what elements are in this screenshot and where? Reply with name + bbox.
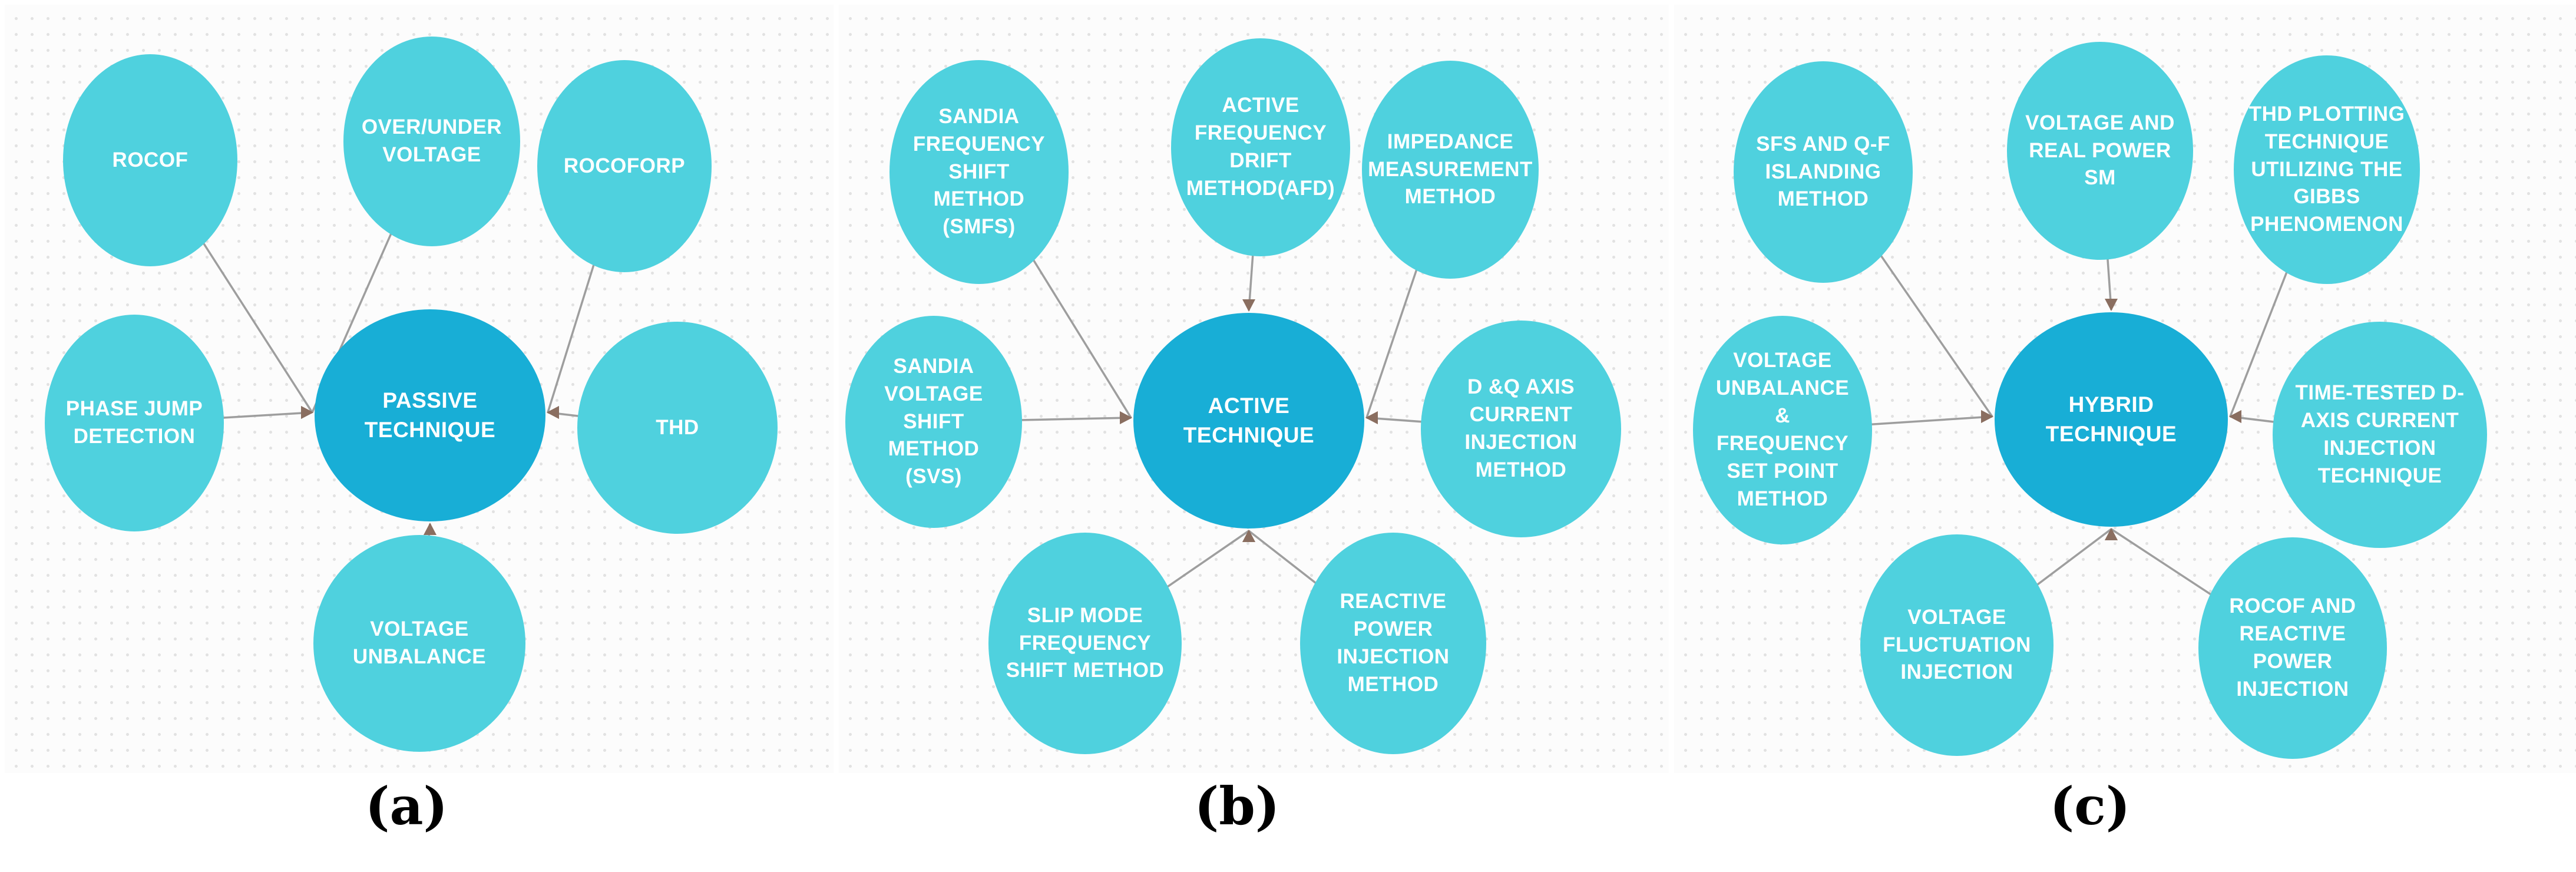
- node-thd: THD: [577, 322, 778, 534]
- node-label-voltage-fluctuation-injection: VOLTAGE FLUCTUATION INJECTION: [1883, 605, 2031, 684]
- node-label-voltage-real-power-sm: VOLTAGE AND REAL POWER SM: [2025, 111, 2175, 190]
- node-label-voltage-unbalance: VOLTAGE UNBALANCE: [352, 617, 487, 668]
- node-dq-axis-current-injection: D &Q AXIS CURRENT INJECTION METHOD: [1421, 321, 1621, 537]
- node-label-sfs-qf-islanding: SFS AND Q-F ISLANDING METHOD: [1756, 132, 1890, 211]
- node-label-passive-technique: PASSIVE TECHNIQUE: [364, 388, 496, 442]
- node-active-frequency-drift: ACTIVE FREQUENCY DRIFT METHOD(AFD): [1171, 38, 1350, 256]
- node-sandia-voltage-shift: SANDIA VOLTAGE SHIFT METHOD (SVS): [845, 316, 1022, 528]
- node-voltage-unbalance: VOLTAGE UNBALANCE: [313, 535, 525, 752]
- node-hybrid-technique: HYBRID TECHNIQUE: [1995, 312, 2228, 527]
- node-sandia-frequency-shift: SANDIA FREQUENCY SHIFT METHOD (SMFS): [889, 60, 1069, 284]
- node-voltage-fluctuation-injection: VOLTAGE FLUCTUATION INJECTION: [1860, 534, 2053, 756]
- node-active-technique: ACTIVE TECHNIQUE: [1133, 313, 1364, 529]
- node-label-impedance-measurement: IMPEDANCE MEASUREMENT METHOD: [1368, 130, 1533, 209]
- node-voltage-unbalance-frequency-set-point: VOLTAGE UNBALANCE & FREQUENCY SET POINT …: [1693, 316, 1872, 544]
- node-label-dq-axis-current-injection: D &Q AXIS CURRENT INJECTION METHOD: [1464, 375, 1578, 481]
- node-sfs-qf-islanding: SFS AND Q-F ISLANDING METHOD: [1734, 61, 1913, 283]
- node-label-voltage-unbalance-frequency-set-point: VOLTAGE UNBALANCE & FREQUENCY SET POINT …: [1715, 349, 1850, 510]
- node-label-phase-jump-detection: PHASE JUMP DETECTION: [65, 397, 203, 448]
- node-label-active-technique: ACTIVE TECHNIQUE: [1183, 394, 1315, 447]
- node-label-thd-plotting-gibbs: THD PLOTTING TECHNIQUE UTILIZING THE GIB…: [2248, 102, 2405, 236]
- caption-c: (c): [2049, 775, 2131, 837]
- node-phase-jump-detection: PHASE JUMP DETECTION: [45, 315, 224, 531]
- node-passive-technique: PASSIVE TECHNIQUE: [315, 309, 545, 521]
- node-label-rocof: ROCOF: [112, 148, 189, 171]
- node-label-reactive-power-injection: REACTIVE POWER INJECTION METHOD: [1337, 590, 1450, 696]
- node-voltage-real-power-sm: VOLTAGE AND REAL POWER SM: [2007, 42, 2193, 260]
- node-label-over-under-voltage: OVER/UNDER VOLTAGE: [361, 115, 502, 166]
- caption-b: (b): [1194, 775, 1280, 837]
- node-label-active-frequency-drift: ACTIVE FREQUENCY DRIFT METHOD(AFD): [1186, 94, 1335, 200]
- node-impedance-measurement: IMPEDANCE MEASUREMENT METHOD: [1362, 61, 1539, 279]
- node-rocoforp: ROCOFORP: [537, 60, 712, 272]
- node-slip-mode-frequency-shift: SLIP MODE FREQUENCY SHIFT METHOD: [988, 533, 1182, 754]
- node-label-thd: THD: [656, 415, 699, 439]
- node-label-sandia-voltage-shift: SANDIA VOLTAGE SHIFT METHOD (SVS): [884, 354, 983, 488]
- node-over-under-voltage: OVER/UNDER VOLTAGE: [343, 37, 520, 246]
- node-label-rocoforp: ROCOFORP: [563, 154, 686, 177]
- node-label-slip-mode-frequency-shift: SLIP MODE FREQUENCY SHIFT METHOD: [1006, 603, 1165, 682]
- node-label-sandia-frequency-shift: SANDIA FREQUENCY SHIFT METHOD (SMFS): [912, 104, 1046, 239]
- node-thd-plotting-gibbs: THD PLOTTING TECHNIQUE UTILIZING THE GIB…: [2234, 55, 2420, 284]
- node-reactive-power-injection: REACTIVE POWER INJECTION METHOD: [1300, 533, 1486, 754]
- node-time-tested-d-axis: TIME-TESTED D-AXIS CURRENT INJECTION TEC…: [2273, 322, 2487, 548]
- node-label-hybrid-technique: HYBRID TECHNIQUE: [2045, 392, 2177, 446]
- node-label-time-tested-d-axis: TIME-TESTED D-AXIS CURRENT INJECTION TEC…: [2295, 381, 2465, 487]
- node-label-rocof-reactive-power-injection: ROCOF AND REACTIVE POWER INJECTION: [2229, 594, 2356, 701]
- node-rocof: ROCOF: [63, 54, 237, 266]
- caption-a: (a): [365, 775, 448, 837]
- node-rocof-reactive-power-injection: ROCOF AND REACTIVE POWER INJECTION: [2198, 537, 2387, 759]
